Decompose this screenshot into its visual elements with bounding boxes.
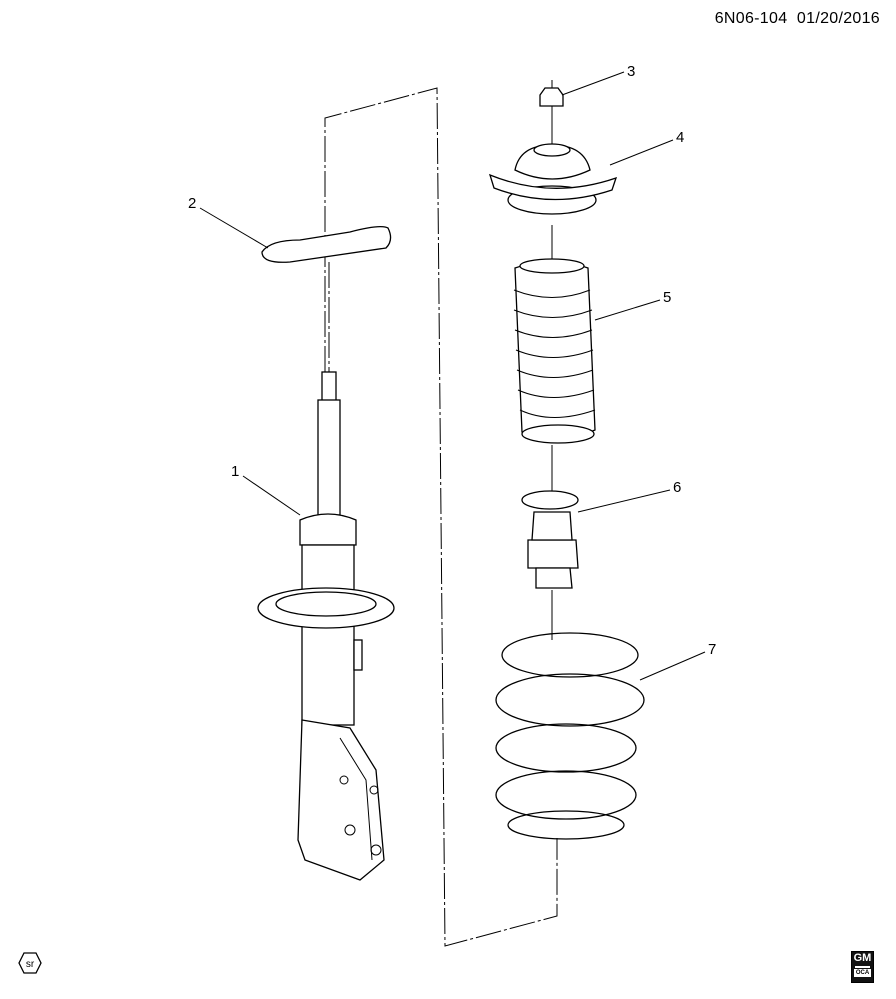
callout-label: 2 (188, 195, 196, 212)
callout-6: 6 (577, 479, 681, 513)
illustration-header: 6N06-104 01/20/2016 (715, 10, 880, 28)
part-7-coil-spring[interactable] (495, 632, 645, 840)
part-4-upper-mount[interactable] (488, 143, 618, 215)
callout-3: 3 (561, 63, 635, 96)
gm-logo-subtext: OCA (854, 969, 871, 977)
callout-label: 1 (231, 463, 239, 480)
sr-symbol-icon: sr (18, 952, 42, 974)
callout-1: 1 (231, 463, 301, 516)
sr-label: sr (26, 959, 35, 970)
callout-7: 7 (639, 641, 716, 681)
callout-label: 3 (627, 63, 635, 80)
gm-logo: GM OCA (851, 951, 874, 983)
illustration-date: 01/20/2016 (796, 10, 880, 27)
callout-2: 2 (188, 195, 269, 249)
callout-4: 4 (609, 129, 684, 166)
part-3-nut[interactable] (539, 87, 564, 107)
gm-logo-text: GM (853, 952, 872, 964)
part-6-jounce-bumper[interactable] (521, 490, 579, 589)
part-2-insulator[interactable] (261, 226, 392, 263)
callout-label: 4 (676, 129, 684, 146)
callout-5: 5 (594, 289, 671, 321)
callout-label: 6 (673, 479, 681, 496)
part-5-dust-boot[interactable] (513, 258, 596, 444)
illustration-id: 6N06-104 (714, 10, 788, 27)
part-1-strut[interactable] (257, 371, 395, 881)
callout-label: 5 (663, 289, 671, 306)
callout-label: 7 (708, 641, 716, 658)
